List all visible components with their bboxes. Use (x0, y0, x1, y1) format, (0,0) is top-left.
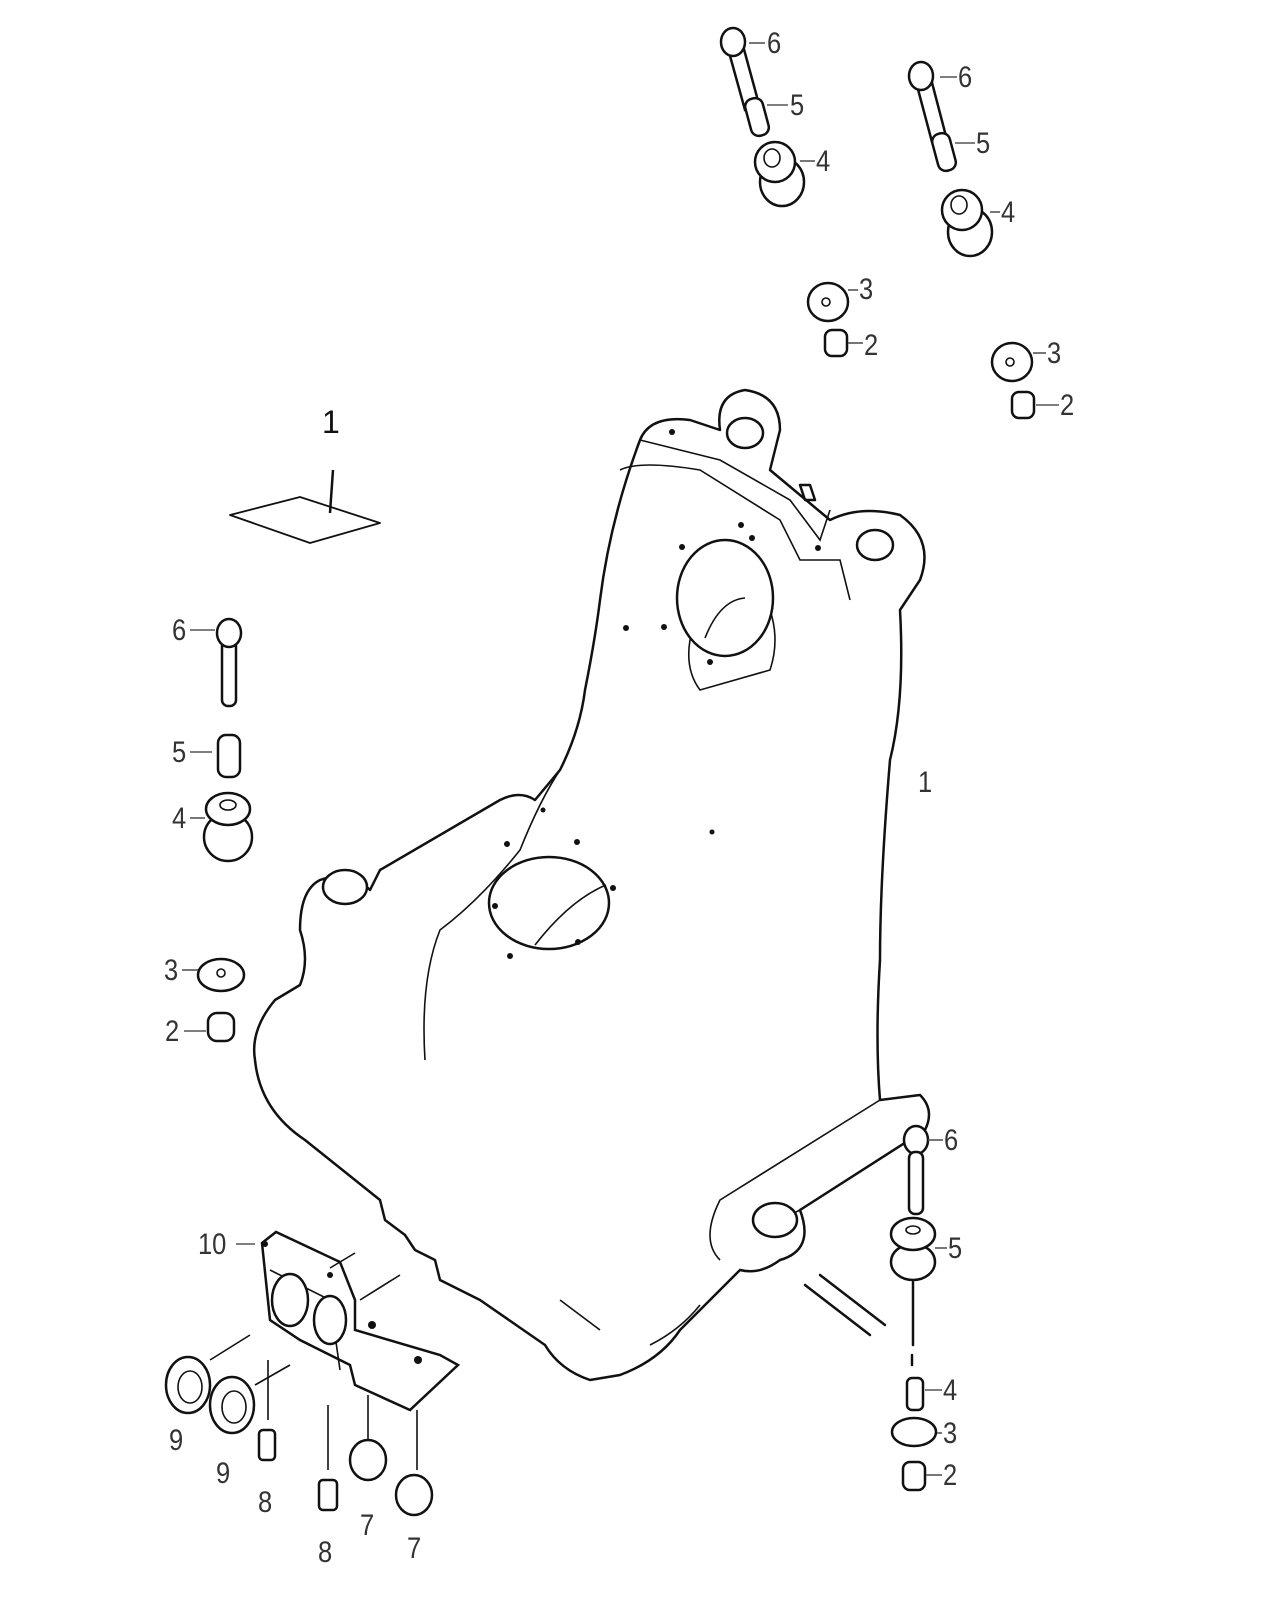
callout-top-a-6: 6 (767, 27, 782, 60)
callout-right-6: 6 (944, 1124, 959, 1157)
callout-left-2: 2 (165, 1015, 180, 1048)
callout-top-b-2: 2 (1060, 389, 1075, 422)
callout-bracket-10: 10 (198, 1228, 227, 1261)
callout-left-4: 4 (172, 802, 187, 835)
callout-top-b-4: 4 (1001, 196, 1016, 229)
fastener-group-top-b (907, 60, 1059, 420)
callout-top-b-6: 6 (958, 61, 973, 94)
callout-document: 1 (322, 404, 340, 440)
fastener-group-top-a (719, 26, 863, 358)
callout-right-2: 2 (943, 1459, 958, 1492)
callout-top-a-5: 5 (790, 89, 805, 122)
callout-bracket-8b: 8 (318, 1536, 333, 1569)
callout-bracket-9a: 9 (169, 1424, 184, 1457)
callout-top-a-2: 2 (864, 329, 879, 362)
fastener-group-right (889, 1124, 947, 1492)
callout-top-b-3: 3 (1047, 337, 1062, 370)
callout-bracket-9b: 9 (216, 1457, 231, 1490)
fastener-group-left (182, 617, 254, 1043)
callout-top-a-4: 4 (816, 145, 831, 178)
callout-left-6: 6 (172, 614, 187, 647)
callout-frame: 1 (918, 766, 933, 799)
callout-right-4: 4 (943, 1374, 958, 1407)
callout-bracket-7b: 7 (407, 1532, 422, 1565)
callout-right-3: 3 (943, 1417, 958, 1450)
document-sheet (229, 469, 381, 544)
callout-top-a-3: 3 (859, 273, 874, 306)
callout-right-5: 5 (948, 1232, 963, 1265)
main-frame (253, 388, 931, 1382)
callout-bracket-8a: 8 (258, 1486, 273, 1519)
callout-left-3: 3 (164, 954, 179, 987)
callout-top-b-5: 5 (976, 127, 991, 160)
callout-bracket-7a: 7 (360, 1509, 375, 1542)
bracket-assembly (164, 1230, 461, 1517)
callout-left-5: 5 (172, 736, 187, 769)
